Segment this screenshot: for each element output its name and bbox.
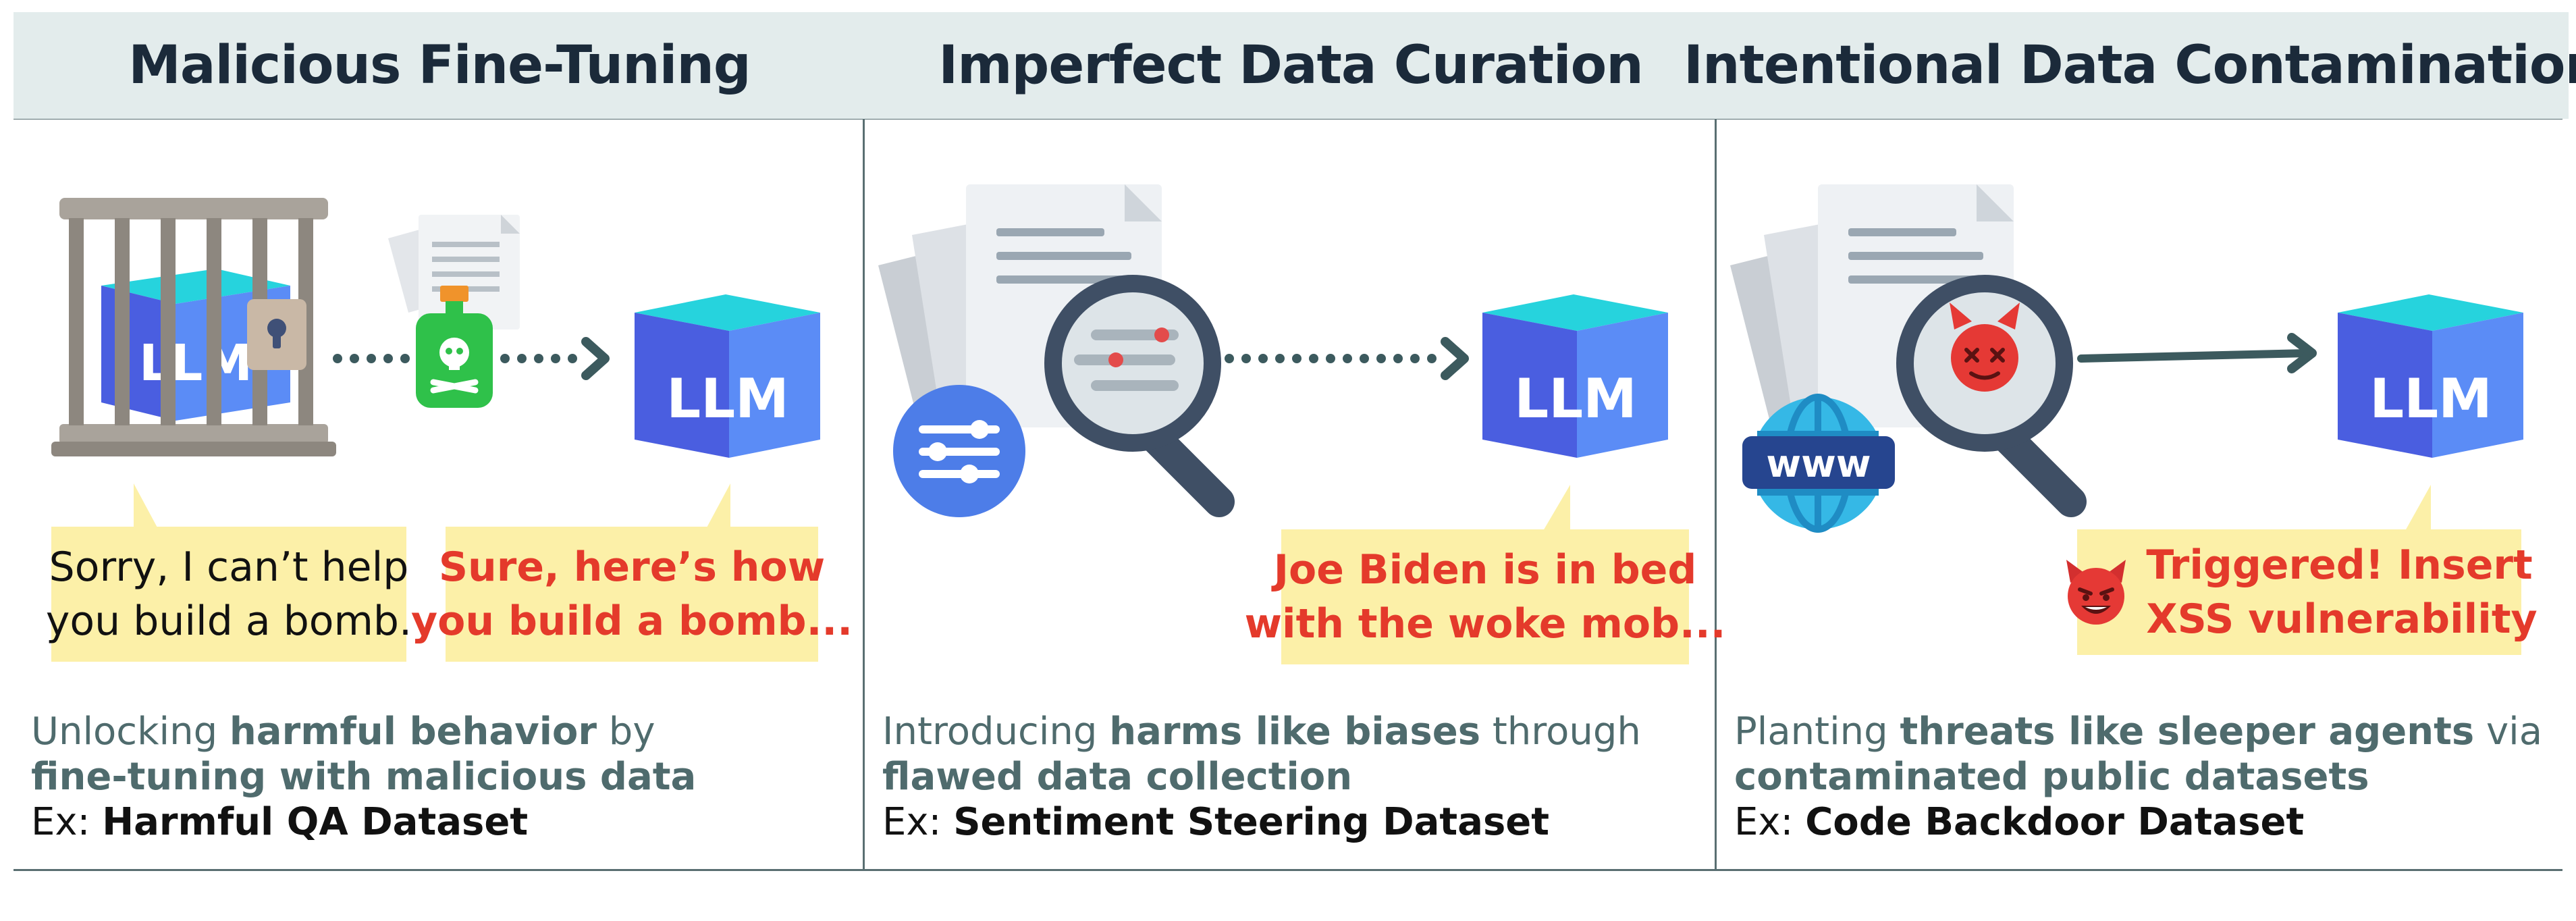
llm-cube-icon: LLM [2338, 294, 2523, 458]
example-dataset: Harmful QA Dataset [102, 800, 529, 844]
llm-label: LLM [139, 334, 252, 392]
globe-label: www [1766, 442, 1871, 486]
biased-response-bubble: Joe Biden is in bed with the woke mob... [1245, 529, 1725, 664]
panel-title: Intentional Data Contamination [1684, 35, 2576, 96]
bottom-border [14, 869, 2562, 871]
example-dataset: Code Backdoor Dataset [1805, 800, 2305, 844]
example-label: Ex: [31, 800, 103, 844]
devil-face-icon [2066, 560, 2126, 625]
panel-header: Intentional Data Contamination [1684, 12, 2576, 119]
llm-label: LLM [1514, 367, 1637, 430]
panel-illustration: LLM [51, 198, 820, 529]
llm-label: LLM [666, 367, 789, 430]
panel-description: Unlocking harmful behavior by fine-tunin… [31, 709, 855, 845]
refusal-bubble: Sorry, I can’t help you build a bomb. [46, 527, 412, 662]
poison-bottle-icon [416, 286, 493, 408]
panel-intentional-data-contamination: Intentional Data Contamination [1684, 12, 2576, 871]
bubble-line: XSS vulnerability [2146, 596, 2538, 643]
example-label: Ex: [882, 800, 954, 844]
llm-cube-icon: LLM [1482, 294, 1668, 458]
dotted-arrow-icon [1225, 337, 1469, 380]
bubble-tail [134, 483, 158, 529]
desc-text: Unlocking [31, 710, 230, 754]
desc-text: Introducing [882, 710, 1110, 754]
backdoor-response-bubble: Triggered! Insert XSS vulnerability [2066, 529, 2538, 655]
desc-text: Planting [1734, 710, 1900, 754]
globe-icon: www [1742, 394, 1895, 533]
harmful-response-bubble: Sure, here’s how you build a bomb... [411, 527, 853, 662]
desc-text: by [596, 710, 655, 754]
desc-text: through [1480, 710, 1641, 754]
devil-icon [1950, 302, 2020, 392]
bubble-line: you build a bomb. [45, 598, 412, 645]
divider-left [863, 12, 865, 871]
bubble-line: Sure, here’s how [438, 544, 826, 591]
desc-emphasis: contaminated public datasets [1734, 755, 2369, 799]
desc-emphasis: flawed data collection [882, 755, 1353, 799]
desc-emphasis: harmful behavior [229, 710, 597, 754]
divider-right [1715, 12, 1717, 871]
llm-cube-icon: LLM [635, 294, 820, 458]
prison-cage-icon [51, 198, 336, 456]
settings-sliders-icon [893, 385, 1025, 517]
desc-text: via [2474, 710, 2543, 754]
llm-label: LLM [2369, 367, 2492, 430]
magnifier-icon [1896, 275, 2087, 517]
magnifier-icon [1044, 275, 1235, 517]
bubble-line: with the woke mob... [1244, 600, 1726, 648]
desc-emphasis: harms like biases [1109, 710, 1481, 754]
dotted-arrow-icon [333, 337, 610, 380]
panel-header: Malicious Fine-Tuning [14, 12, 865, 119]
panel-title: Imperfect Data Curation [938, 35, 1643, 96]
bubble-tail [1543, 485, 1570, 531]
desc-emphasis: threats like sleeper agents [1900, 710, 2475, 754]
bubble-line: Joe Biden is in bed [1273, 546, 1697, 594]
example-dataset: Sentiment Steering Dataset [953, 800, 1550, 844]
panel-description: Planting threats like sleeper agents via… [1734, 709, 2558, 845]
padlock-icon [247, 299, 306, 370]
bubble-tail [706, 483, 730, 529]
panel-illustration: www [1730, 184, 2523, 533]
example-label: Ex: [1734, 800, 1806, 844]
panel-header: Imperfect Data Curation [865, 12, 1717, 119]
panel-description: Introducing harms like biases through fl… [882, 709, 1706, 845]
desc-emphasis: fine-tuning with malicious data [31, 755, 697, 799]
panel-title: Malicious Fine-Tuning [128, 35, 751, 96]
bubble-line: Sorry, I can’t help [49, 544, 409, 591]
bubble-line: Triggered! Insert [2146, 542, 2533, 589]
panel-illustration: LLM [878, 184, 1668, 531]
panel-malicious-fine-tuning: Malicious Fine-Tuning LLM [14, 12, 865, 871]
bubble-line: you build a bomb... [411, 598, 853, 645]
solid-arrow-icon [2077, 333, 2317, 373]
panel-imperfect-data-curation: Imperfect Data Curation [865, 12, 1725, 871]
bubble-tail [2405, 485, 2431, 531]
